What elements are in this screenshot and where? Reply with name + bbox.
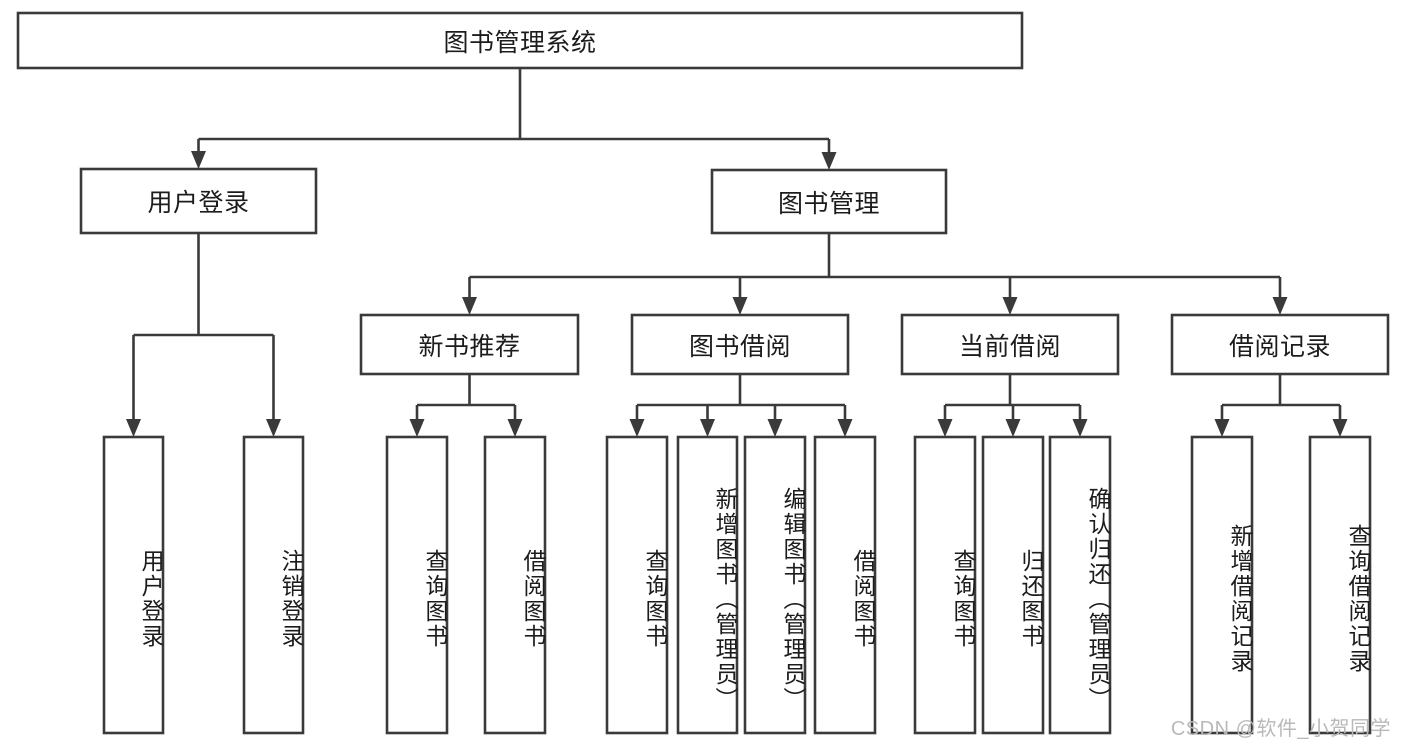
node-box-leaf_bor_query[interactable] <box>605 435 669 735</box>
node-box-leaf_bor_add[interactable] <box>676 435 739 735</box>
node-box-leaf_new_borrow[interactable] <box>483 435 547 735</box>
node-box-l2_user[interactable] <box>79 167 318 235</box>
node-box-leaf_cur_confirm[interactable] <box>1048 435 1112 735</box>
arrow-head-leaf_bor_borrow <box>837 419 853 437</box>
arrow-head-l2_user <box>191 151 206 169</box>
arrow-head-leaf_cur_confirm <box>1072 419 1088 437</box>
node-box-leaf_bor_borrow[interactable] <box>813 435 877 735</box>
arrow-head-leaf_cur_query <box>937 419 953 437</box>
arrow-head-leaf_user_logout <box>266 419 281 437</box>
node-box-leaf_rec_add[interactable] <box>1190 435 1254 735</box>
node-box-leaf_rec_query[interactable] <box>1308 435 1372 735</box>
watermark-text: CSDN @软件_小贺同学 <box>1170 718 1391 740</box>
node-box-leaf_user_logout[interactable] <box>242 435 305 735</box>
arrow-head-leaf_bor_edit <box>767 419 783 437</box>
node-box-leaf_cur_return[interactable] <box>981 435 1045 735</box>
arrow-head-l2_book <box>821 152 837 170</box>
arrow-head-leaf_bor_add <box>700 419 715 437</box>
arrow-head-leaf_bor_query <box>629 419 645 437</box>
arrow-head-leaf_new_borrow <box>507 419 523 437</box>
arrow-head-leaf_cur_return <box>1005 419 1021 437</box>
node-box-l3_current[interactable] <box>900 313 1120 376</box>
arrow-head-l3_borrow <box>732 297 748 315</box>
arrow-head-leaf_rec_query <box>1332 419 1348 437</box>
node-box-l3_new[interactable] <box>359 313 580 376</box>
node-box-root[interactable] <box>16 11 1024 70</box>
arrow-head-leaf_rec_add <box>1214 419 1230 437</box>
node-box-leaf_user_login[interactable] <box>102 435 165 735</box>
node-box-leaf_cur_query[interactable] <box>913 435 977 735</box>
arrow-head-l3_current <box>1002 297 1018 315</box>
node-box-l3_borrow[interactable] <box>630 313 850 376</box>
node-box-leaf_new_query[interactable] <box>385 435 449 735</box>
arrow-head-l3_new <box>462 297 477 315</box>
node-box-l2_book[interactable] <box>710 168 948 235</box>
node-box-l3_record[interactable] <box>1170 313 1390 376</box>
arrow-head-l3_record <box>1272 297 1288 315</box>
arrow-head-leaf_new_query <box>409 419 425 437</box>
node-box-leaf_bor_edit[interactable] <box>743 435 807 735</box>
arrow-head-leaf_user_login <box>126 419 141 437</box>
